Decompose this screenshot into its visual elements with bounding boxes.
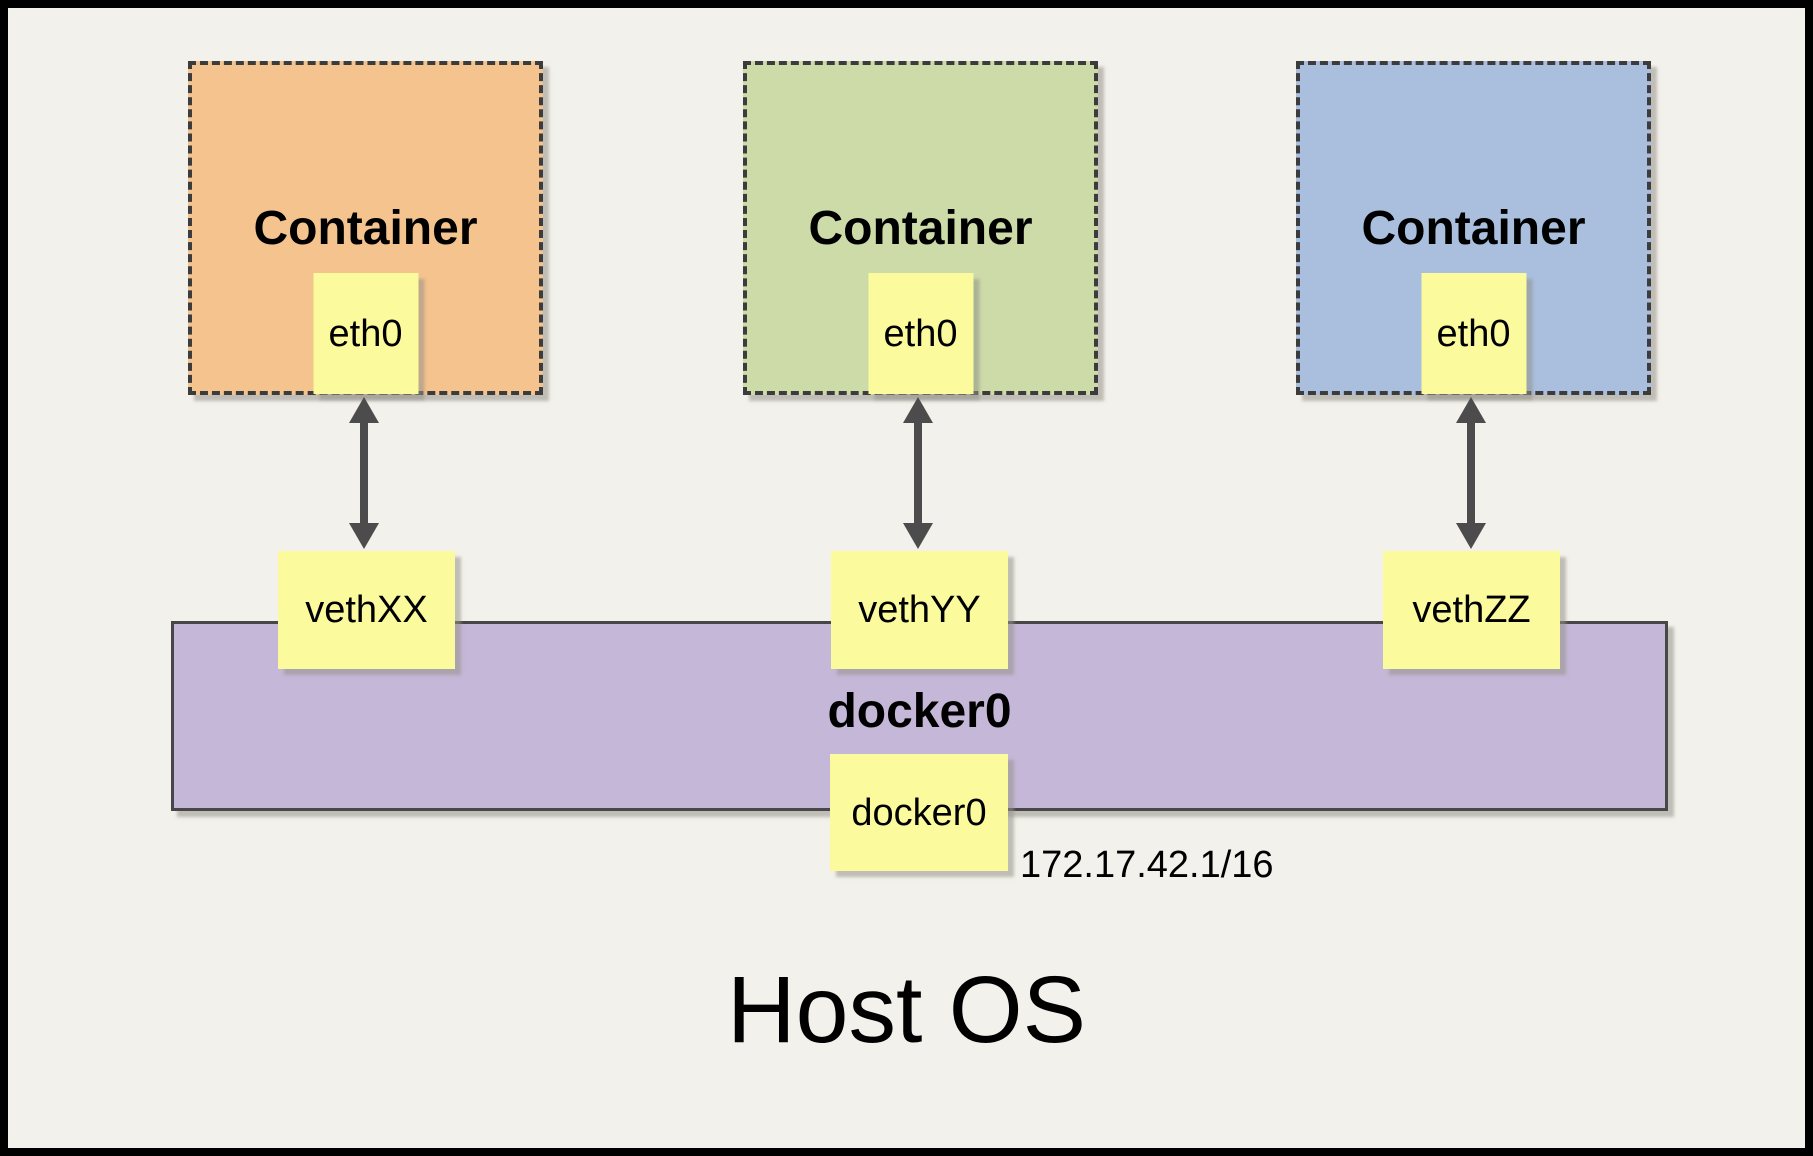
arrow-down-icon: [349, 523, 379, 549]
eth0-interface-box: eth0: [1421, 273, 1526, 394]
host-os-label: Host OS: [727, 957, 1086, 1063]
docker0-interface-label: docker0: [851, 791, 987, 834]
container-label: Container: [1361, 202, 1586, 255]
eth0-interface-box: eth0: [313, 273, 418, 394]
bridge-ip-label: 172.17.42.1/16: [1020, 844, 1274, 886]
vethxx-box: vethXX: [278, 551, 455, 669]
arrow-stem: [914, 423, 922, 523]
arrow-down-icon: [1456, 523, 1486, 549]
bidirectional-arrow-3: [1456, 397, 1486, 549]
arrow-stem: [360, 423, 368, 523]
vethxx-label: vethXX: [305, 589, 428, 631]
arrow-up-icon: [1456, 397, 1486, 423]
container-label: Container: [253, 202, 478, 255]
container-label: Container: [808, 202, 1033, 255]
arrow-up-icon: [903, 397, 933, 423]
arrow-down-icon: [903, 523, 933, 549]
vethyy-label: vethYY: [858, 589, 981, 631]
container-box-1: Container eth0: [188, 61, 543, 395]
vethzz-box: vethZZ: [1383, 551, 1560, 669]
container-box-2: Container eth0: [743, 61, 1098, 395]
docker0-interface-box: docker0: [830, 754, 1008, 871]
arrow-stem: [1467, 423, 1475, 523]
bidirectional-arrow-2: [903, 397, 933, 549]
eth0-label: eth0: [883, 312, 958, 355]
docker0-bridge-label: docker0: [827, 685, 1012, 738]
container-box-3: Container eth0: [1296, 61, 1651, 395]
arrow-up-icon: [349, 397, 379, 423]
vethzz-label: vethZZ: [1412, 589, 1531, 631]
eth0-interface-box: eth0: [868, 273, 973, 394]
eth0-label: eth0: [1436, 312, 1511, 355]
eth0-label: eth0: [328, 312, 403, 355]
bidirectional-arrow-1: [349, 397, 379, 549]
vethyy-box: vethYY: [831, 551, 1008, 669]
